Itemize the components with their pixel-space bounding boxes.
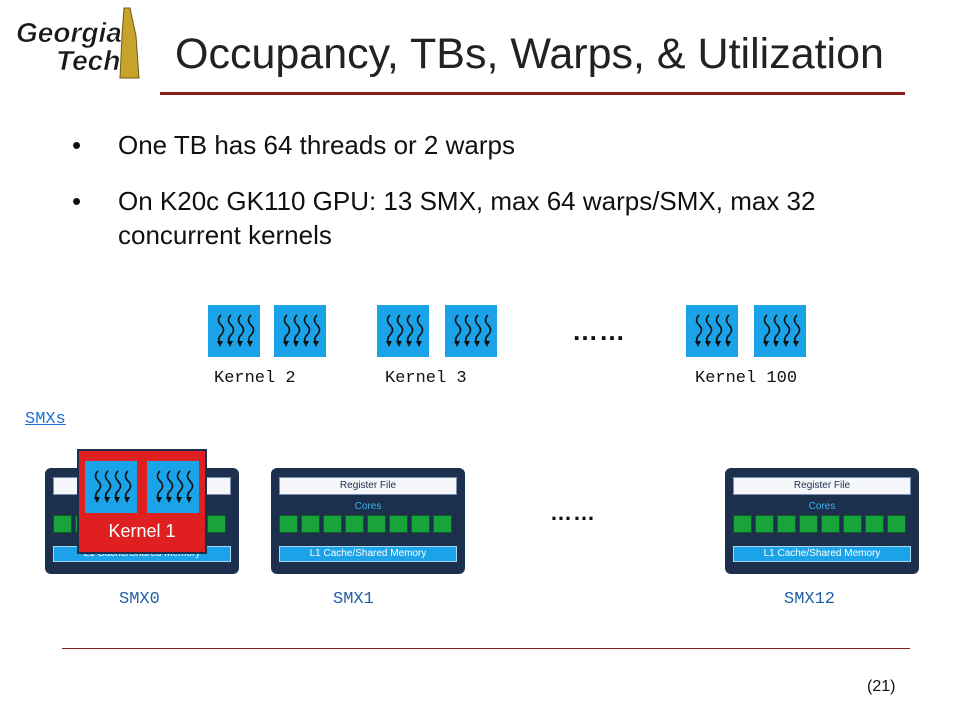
thread-block-icon [274, 305, 326, 357]
thread-block-icon [445, 305, 497, 357]
thread-block-icon [377, 305, 429, 357]
smx-label: SMX12 [784, 590, 836, 609]
smx-label: SMX0 [119, 590, 160, 609]
core [777, 515, 796, 533]
bullet-marker: • [72, 130, 82, 160]
cores-label: Cores [354, 501, 382, 512]
core [865, 515, 884, 533]
logo-text-line1: Georgia [16, 17, 122, 48]
core [433, 515, 452, 533]
core [279, 515, 298, 533]
core [53, 515, 72, 533]
core [207, 515, 226, 533]
core [799, 515, 818, 533]
core [733, 515, 752, 533]
page-number: (21) [867, 678, 896, 695]
cores-label: Cores [808, 501, 836, 512]
core [301, 515, 320, 533]
core [345, 515, 364, 533]
logo-text-line2: Tech [56, 45, 120, 76]
kernels-ellipsis: …… [572, 316, 626, 346]
core [821, 515, 840, 533]
core [389, 515, 408, 533]
smxs-link[interactable]: SMXs [25, 410, 66, 429]
bullet-list: • One TB has 64 threads or 2 warps • On … [72, 128, 918, 274]
kernel-label: Kernel 3 [385, 369, 467, 388]
thread-block-icon [686, 305, 738, 357]
bullet-text: One TB has 64 threads or 2 warps [118, 130, 515, 160]
slide-title: Occupancy, TBs, Warps, & Utilization [175, 30, 884, 78]
bullet-text: On K20c GK110 GPU: 13 SMX, max 64 warps/… [118, 186, 816, 250]
core [755, 515, 774, 533]
thread-block-icon [85, 461, 137, 513]
smx-unit: Register File Cores L1 Cache/Shared Memo… [271, 468, 465, 574]
bullet-item: • One TB has 64 threads or 2 warps [72, 128, 918, 162]
title-divider [160, 92, 905, 95]
smx-unit: Register File Cores L1 Cache/Shared Memo… [725, 468, 919, 574]
footer-divider [62, 648, 910, 649]
register-file: Register File [279, 477, 457, 495]
thread-block-icon [754, 305, 806, 357]
smx-ellipsis: …… [550, 500, 596, 525]
thread-block-icon [208, 305, 260, 357]
core [843, 515, 862, 533]
core-row [733, 515, 911, 533]
kernel-label: Kernel 100 [695, 369, 798, 388]
kernel-label: Kernel 2 [214, 369, 296, 388]
smx-label: SMX1 [333, 590, 374, 609]
core [887, 515, 906, 533]
register-file: Register File [733, 477, 911, 495]
bullet-marker: • [72, 186, 82, 216]
core [323, 515, 342, 533]
l1-cache: L1 Cache/Shared Memory [279, 546, 457, 562]
l1-cache: L1 Cache/Shared Memory [733, 546, 911, 562]
kernel-1-label: Kernel 1 [108, 521, 176, 541]
bullet-item: • On K20c GK110 GPU: 13 SMX, max 64 warp… [72, 184, 918, 252]
thread-block-icon [147, 461, 199, 513]
core-row [279, 515, 457, 533]
kernel-1-overlay: Kernel 1 [77, 449, 207, 554]
core [367, 515, 386, 533]
georgia-tech-logo: Georgia Tech [12, 6, 144, 82]
core [411, 515, 430, 533]
